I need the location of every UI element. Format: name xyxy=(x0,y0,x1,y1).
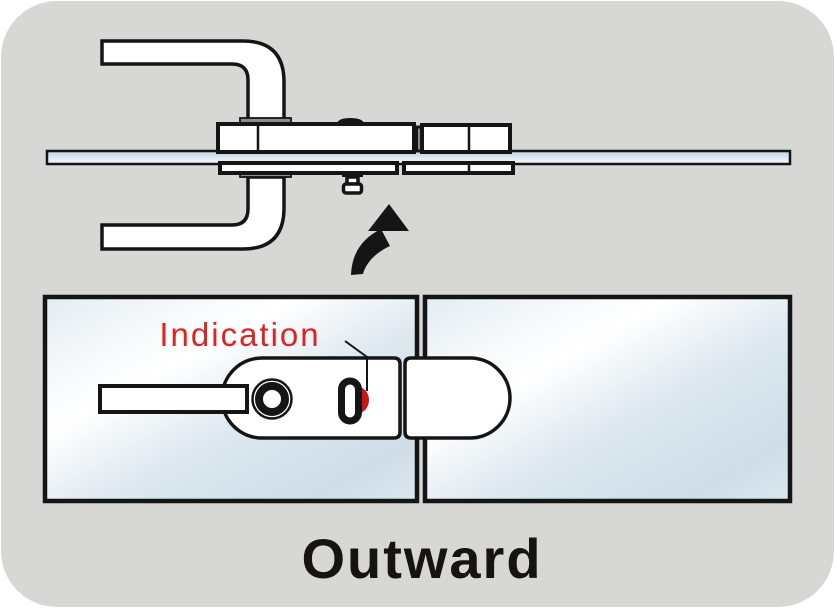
lock-body-side xyxy=(216,122,416,154)
curved-up-arrow-icon xyxy=(351,204,409,275)
strike-box-side xyxy=(420,123,512,154)
lock-backplate-side xyxy=(218,161,399,175)
caption-outward: Outward xyxy=(301,527,542,590)
lock-button-bump xyxy=(337,118,364,124)
strike-backplate-side xyxy=(402,161,515,175)
glass-panel-right xyxy=(422,294,793,504)
arrow-tail xyxy=(351,229,390,275)
thumbturn-foot xyxy=(341,182,364,195)
strike-keeper-plan xyxy=(403,356,512,440)
thumbturn-flange xyxy=(342,172,363,177)
handle-lower-tube xyxy=(100,175,286,251)
handle-mount-outer-ring xyxy=(251,378,293,420)
arrow-head xyxy=(368,204,409,231)
callout-leader-line xyxy=(344,340,368,391)
handle-bar-plan xyxy=(98,384,249,414)
thumbturn xyxy=(341,172,364,195)
callout-label: Indication xyxy=(159,316,320,353)
handle-mount-collar xyxy=(255,382,289,416)
indicator-window xyxy=(338,377,362,425)
side-view xyxy=(45,39,792,251)
plan-view: Indication xyxy=(42,294,793,504)
